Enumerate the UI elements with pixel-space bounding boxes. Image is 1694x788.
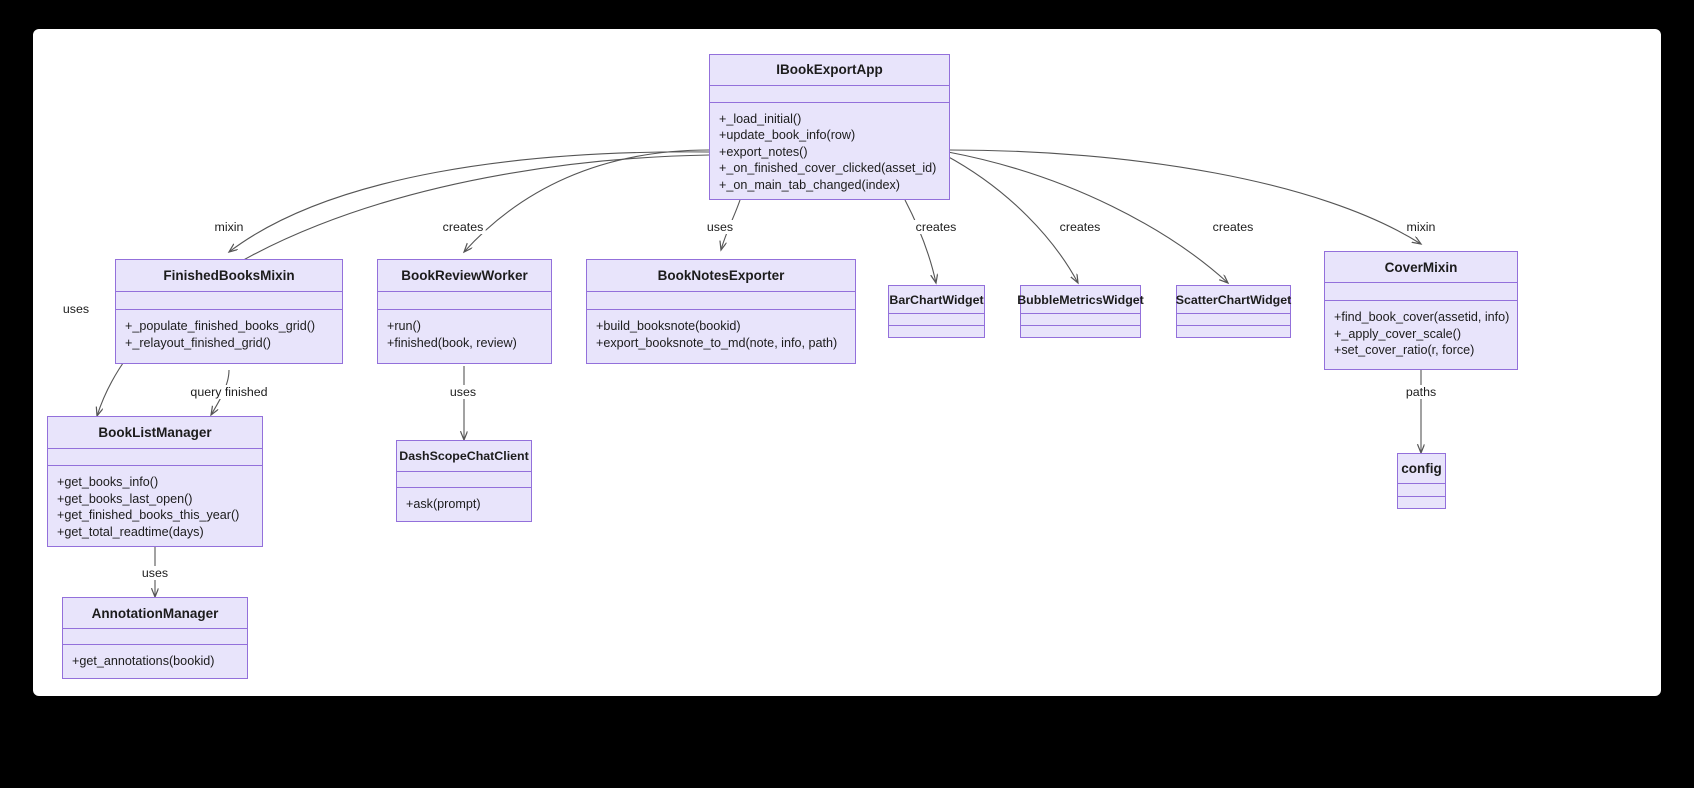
class-title: IBookExportApp	[710, 55, 949, 86]
class-attributes	[587, 292, 855, 310]
class-node-scatterchartwidget[interactable]: ScatterChartWidget	[1176, 285, 1291, 338]
class-node-finishedbooksmixin[interactable]: FinishedBooksMixin +_populate_finished_b…	[115, 259, 343, 364]
class-node-booknotesexporter[interactable]: BookNotesExporter +build_booksnote(booki…	[586, 259, 856, 364]
class-node-bubblemetricswidget[interactable]: BubbleMetricsWidget	[1017, 285, 1144, 338]
class-methods: +run() +finished(book, review)	[378, 310, 551, 357]
class-title: ScatterChartWidget	[1176, 286, 1291, 314]
class-attributes	[48, 449, 262, 466]
class-method: +_on_main_tab_changed(index)	[719, 177, 900, 192]
class-method: +_relayout_finished_grid()	[125, 335, 271, 350]
class-method: +export_notes()	[719, 144, 808, 159]
class-title: FinishedBooksMixin	[116, 260, 342, 292]
class-node-dashscopechatclient[interactable]: DashScopeChatClient +ask(prompt)	[396, 440, 532, 522]
class-method: +get_books_info()	[57, 475, 159, 489]
class-attributes	[710, 86, 949, 103]
class-attributes	[1398, 484, 1445, 497]
class-method: +export_booksnote_to_md(note, info, path…	[596, 335, 838, 350]
class-node-config[interactable]: config	[1397, 453, 1446, 509]
class-methods	[1177, 326, 1290, 337]
class-method: +_populate_finished_books_grid()	[125, 319, 316, 333]
class-methods: +_populate_finished_books_grid() +_relay…	[116, 310, 342, 357]
class-title: AnnotationManager	[63, 598, 247, 629]
class-method: +finished(book, review)	[387, 335, 517, 350]
class-method: +find_book_cover(assetid, info)	[1334, 310, 1510, 324]
class-attributes	[1021, 314, 1140, 326]
edge-label-mixin-finishedbooksmixin: mixin	[212, 220, 246, 234]
class-method: +get_annotations(bookid)	[72, 654, 215, 668]
class-node-covermixin[interactable]: CoverMixin +find_book_cover(assetid, inf…	[1324, 251, 1518, 370]
class-method: +build_booksnote(bookid)	[596, 319, 741, 333]
class-node-ibookexportapp[interactable]: IBookExportApp +_load_initial() +update_…	[709, 54, 950, 200]
class-method: +update_book_info(row)	[719, 128, 856, 142]
class-method: +_apply_cover_scale()	[1334, 326, 1462, 341]
edge-label-creates-bubblemetricswidget: creates	[1057, 220, 1103, 234]
class-method: +set_cover_ratio(r, force)	[1334, 343, 1475, 357]
class-attributes	[378, 292, 551, 310]
class-title: config	[1398, 454, 1445, 484]
edge-label-creates-scatterchartwidget: creates	[1210, 220, 1256, 234]
class-node-barchartwidget[interactable]: BarChartWidget	[888, 285, 985, 338]
class-attributes	[397, 472, 531, 488]
class-node-booklistmanager[interactable]: BookListManager +get_books_info() +get_b…	[47, 416, 263, 547]
class-method: +get_books_last_open()	[57, 491, 193, 506]
class-method: +_load_initial()	[719, 111, 802, 126]
edge-label-creates-barchartwidget: creates	[913, 220, 959, 234]
class-method: +run()	[387, 319, 421, 333]
class-attributes	[1177, 314, 1290, 326]
edge-label-uses-annotationmanager: uses	[139, 566, 171, 580]
class-method: +_on_finished_cover_clicked(asset_id)	[719, 161, 937, 175]
class-method: +get_total_readtime(days)	[57, 524, 204, 539]
edge-label-paths-config: paths	[1403, 385, 1439, 399]
class-title: BookReviewWorker	[378, 260, 551, 292]
class-title: BubbleMetricsWidget	[1017, 286, 1144, 314]
edge-label-uses-booklistmanager: uses	[60, 302, 92, 316]
class-attributes	[116, 292, 342, 310]
class-attributes	[1325, 283, 1517, 301]
class-title: BookNotesExporter	[587, 260, 855, 292]
class-node-annotationmanager[interactable]: AnnotationManager +get_annotations(booki…	[62, 597, 248, 679]
class-methods: +find_book_cover(assetid, info) +_apply_…	[1325, 301, 1517, 365]
class-title: BookListManager	[48, 417, 262, 449]
class-methods: +get_books_info() +get_books_last_open()…	[48, 466, 262, 546]
class-methods	[889, 326, 984, 337]
class-methods: +ask(prompt)	[397, 488, 531, 519]
class-method: +get_finished_books_this_year()	[57, 508, 240, 522]
edge-label-creates-bookreviewworker: creates	[440, 220, 486, 234]
class-attributes	[63, 629, 247, 645]
class-methods: +_load_initial() +update_book_info(row) …	[710, 103, 949, 200]
class-title: CoverMixin	[1325, 252, 1517, 283]
class-method: +ask(prompt)	[406, 497, 481, 511]
class-node-bookreviewworker[interactable]: BookReviewWorker +run() +finished(book, …	[377, 259, 552, 364]
class-attributes	[889, 314, 984, 326]
class-methods	[1021, 326, 1140, 337]
class-methods: +build_booksnote(bookid) +export_booksno…	[587, 310, 855, 357]
class-title: DashScopeChatClient	[397, 441, 531, 472]
class-methods	[1398, 497, 1445, 508]
class-methods: +get_annotations(bookid)	[63, 645, 247, 676]
edge-label-uses-dashscopechatclient: uses	[447, 385, 479, 399]
edge-label-uses-booknotesexporter: uses	[704, 220, 736, 234]
edge-label-mixin-covermixin: mixin	[1404, 220, 1438, 234]
edge-label-query-finished: query finished	[188, 385, 270, 399]
class-title: BarChartWidget	[889, 286, 984, 314]
